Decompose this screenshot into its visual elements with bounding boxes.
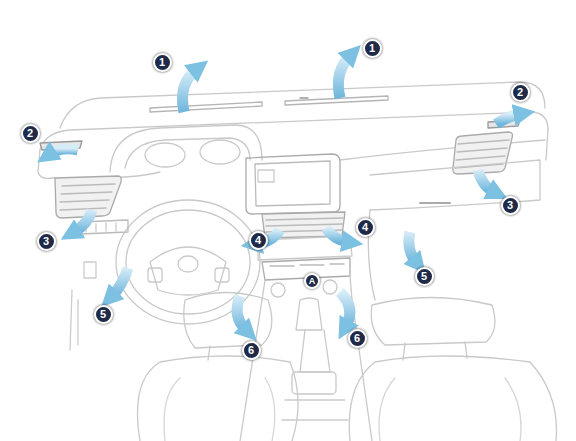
callout-number: 4 <box>356 218 375 237</box>
illustration-part <box>50 149 78 154</box>
illustration-part <box>178 256 198 272</box>
illustration-part <box>292 372 336 394</box>
illustration-part <box>420 202 450 204</box>
callout-number: 4 <box>249 231 268 250</box>
illustration-part <box>340 140 545 160</box>
callout-number: 1 <box>153 53 172 72</box>
illustration-part <box>145 143 185 167</box>
callout-number: A <box>304 273 320 289</box>
illustration-part <box>478 170 494 192</box>
illustration-part <box>496 114 520 124</box>
illustration-part <box>200 140 240 164</box>
callout-number: 2 <box>21 124 40 143</box>
illustration-part <box>84 262 96 278</box>
illustration-part <box>38 150 52 178</box>
illustration-part <box>183 70 197 112</box>
callout-number: 6 <box>348 329 367 348</box>
callout-number: 3 <box>37 232 56 251</box>
callout-number: 2 <box>511 83 530 102</box>
illustration-part <box>215 268 229 282</box>
illustration-part <box>112 268 128 296</box>
callout-number: 5 <box>415 267 434 286</box>
illustration-part <box>349 356 556 441</box>
illustration-part <box>110 125 262 172</box>
illustration-part <box>270 264 344 266</box>
illustration-part <box>255 161 330 206</box>
illustration-part <box>409 232 416 262</box>
illustration-part <box>300 330 330 372</box>
illustration-part <box>138 356 299 441</box>
illustration-part <box>70 290 78 350</box>
illustration-part <box>164 378 275 441</box>
illustration-part <box>125 138 250 168</box>
illustration-part <box>237 296 246 330</box>
illustration-part <box>546 130 548 160</box>
illustration-part <box>326 228 348 242</box>
airflow-arrows <box>50 56 520 330</box>
illustration-part <box>323 280 337 294</box>
illustration-part <box>379 378 521 441</box>
illustration-part <box>282 400 348 420</box>
illustration-part <box>300 97 308 98</box>
illustration-part <box>148 268 162 282</box>
illustration-part <box>296 298 322 330</box>
illustration-part <box>150 102 262 112</box>
callout-number: 6 <box>242 341 261 360</box>
callout-number: 1 <box>363 39 382 58</box>
illustration-part <box>371 298 495 346</box>
illustration-part <box>453 132 513 174</box>
illustration-part <box>340 292 350 326</box>
illustration-part <box>258 170 274 182</box>
illustration-part <box>184 293 272 349</box>
callout-number: 5 <box>94 305 113 324</box>
illustration-part <box>74 210 92 232</box>
callout-number: 3 <box>501 196 520 215</box>
illustration-part <box>271 283 285 297</box>
illustration-part <box>338 56 350 98</box>
illustration-part <box>60 184 115 210</box>
dashboard-lines <box>38 82 556 441</box>
illustration-part <box>246 154 340 214</box>
